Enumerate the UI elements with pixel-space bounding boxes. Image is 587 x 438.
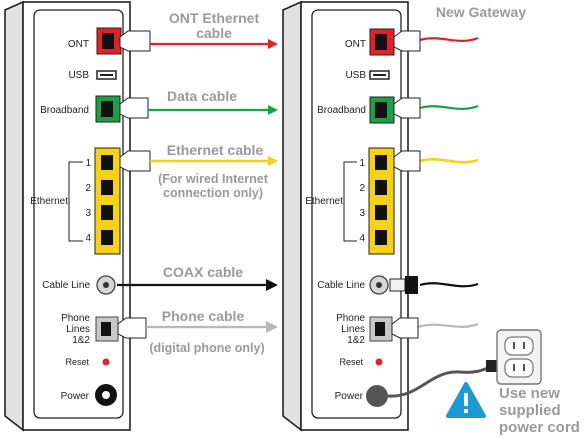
wall-outlet bbox=[496, 329, 542, 385]
usb-label: USB bbox=[68, 70, 89, 81]
reset-label: Reset bbox=[65, 357, 89, 367]
ont-label: ONT bbox=[68, 39, 89, 50]
ethernet-port-3 bbox=[375, 205, 387, 220]
reset-label: Reset bbox=[339, 357, 363, 367]
ethernet-port-2 bbox=[375, 180, 387, 195]
warning-note: Use new supplied power cord bbox=[446, 382, 580, 436]
ethernet-cable-label: Ethernet cable bbox=[167, 142, 264, 158]
ethernet-cable bbox=[419, 157, 479, 164]
broadband-label: Broadband bbox=[40, 105, 89, 116]
ethernet-note: connection only) bbox=[163, 186, 263, 200]
power-note-line: Use new bbox=[499, 385, 560, 402]
ont-cable-label: cable bbox=[196, 25, 232, 41]
left-plugs bbox=[117, 30, 151, 339]
ethernet-port-4 bbox=[375, 230, 387, 245]
power-port bbox=[366, 385, 388, 407]
power-note-line: supplied bbox=[499, 402, 561, 419]
ethernet-port-number: 2 bbox=[359, 183, 365, 194]
new-gateway-title: New Gateway bbox=[436, 4, 526, 20]
old-gateway-side bbox=[4, 0, 24, 432]
phone-lines-label: Lines bbox=[66, 324, 90, 335]
coax-cable bbox=[419, 282, 479, 288]
data-cable-label: Data cable bbox=[167, 88, 237, 104]
new-gateway-side bbox=[282, 0, 302, 432]
ethernet-note: (For wired Internet bbox=[158, 172, 269, 186]
ethernet-port-number: 3 bbox=[359, 208, 365, 219]
reset-button bbox=[375, 358, 383, 366]
ethernet-port-number: 3 bbox=[85, 208, 91, 219]
power-cord bbox=[387, 364, 495, 398]
old-gateway: ONT USB Broadband 1 2 3 4 Ethernet Cable… bbox=[4, 0, 151, 432]
phone-lines-label: Phone bbox=[61, 313, 90, 324]
ethernet-port-number: 1 bbox=[359, 158, 365, 169]
phone-cable bbox=[417, 322, 479, 329]
coax-cable-label: COAX cable bbox=[163, 264, 243, 280]
ont-cable-label: ONT Ethernet bbox=[169, 10, 260, 26]
ont-cable bbox=[419, 36, 479, 42]
ethernet-bracket bbox=[343, 161, 357, 242]
ethernet-label: Ethernet bbox=[305, 196, 343, 207]
ethernet-label: Ethernet bbox=[30, 196, 68, 207]
phone-cable-label: Phone cable bbox=[162, 308, 245, 324]
ethernet-port-number: 4 bbox=[85, 233, 91, 244]
power-label: Power bbox=[335, 391, 364, 402]
usb-label: USB bbox=[345, 70, 366, 81]
phone-cable-note: (digital phone only) bbox=[149, 341, 264, 355]
power-note-line: power cord bbox=[499, 419, 580, 436]
phone-lines-label: 1&2 bbox=[72, 335, 90, 346]
cable-line-label: Cable Line bbox=[42, 280, 90, 291]
ont-label: ONT bbox=[345, 39, 366, 50]
broadband-label: Broadband bbox=[317, 105, 366, 116]
ethernet-bracket bbox=[68, 161, 83, 242]
reset-button bbox=[102, 358, 110, 366]
phone-lines-label: Phone bbox=[336, 313, 365, 324]
ethernet-port-1 bbox=[101, 155, 113, 170]
data-cable bbox=[419, 104, 479, 110]
ethernet-port-4 bbox=[101, 230, 113, 245]
cable-line-label: Cable Line bbox=[317, 280, 365, 291]
ont-port bbox=[369, 28, 395, 56]
ethernet-port-1 bbox=[375, 155, 387, 170]
coax-connector-body bbox=[405, 276, 418, 294]
phone-lines-label: 1&2 bbox=[347, 335, 365, 346]
right-plugs bbox=[391, 30, 421, 339]
ethernet-port-number: 4 bbox=[359, 233, 365, 244]
cable-arrows: ONT Ethernet cable Data cable Ethernet c… bbox=[117, 10, 278, 355]
ethernet-port-2 bbox=[101, 180, 113, 195]
ethernet-port-number: 2 bbox=[85, 183, 91, 194]
new-gateway: New Gateway ONT USB Broadband 1 2 3 4 Et… bbox=[282, 0, 526, 432]
ethernet-port-number: 1 bbox=[85, 158, 91, 169]
phone-lines-label: Lines bbox=[341, 324, 365, 335]
power-label: Power bbox=[61, 391, 90, 402]
coax-connector bbox=[389, 278, 406, 292]
ethernet-port-3 bbox=[101, 205, 113, 220]
